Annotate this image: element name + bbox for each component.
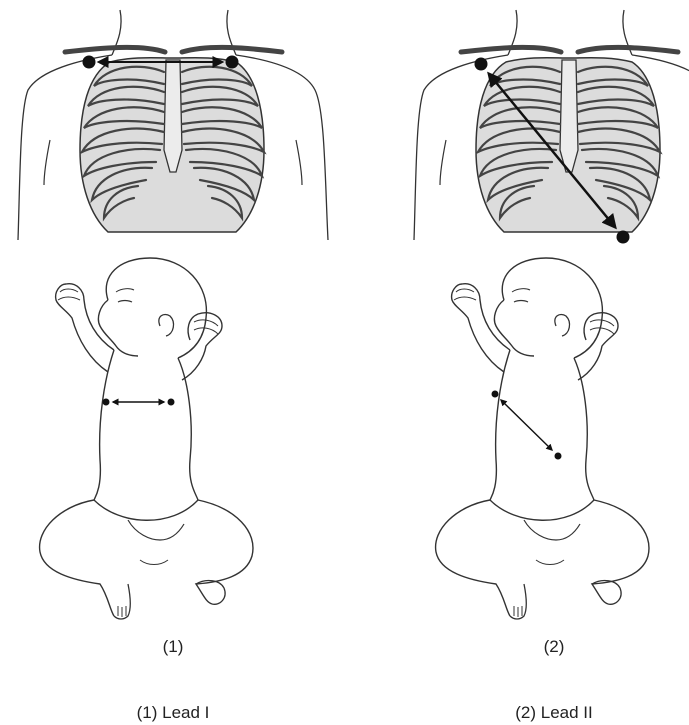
adult-chest-ribcage-lead-ii bbox=[414, 10, 689, 240]
caption-lead-ii: (2) Lead II bbox=[515, 703, 593, 723]
adult-chest-ribcage-lead-i bbox=[18, 10, 328, 240]
panel-lead-i bbox=[18, 10, 328, 619]
lead-ii-infant-electrodes bbox=[492, 391, 562, 460]
panel-lead-ii bbox=[414, 10, 689, 619]
infant-figure-lead-ii bbox=[436, 258, 649, 619]
caption-lead-i: (1) Lead I bbox=[137, 703, 210, 723]
infant-figure-lead-i bbox=[40, 258, 253, 619]
panel-number-1: (1) bbox=[163, 637, 184, 657]
panel-number-2: (2) bbox=[544, 637, 565, 657]
lead-i-infant-electrodes bbox=[103, 399, 175, 406]
